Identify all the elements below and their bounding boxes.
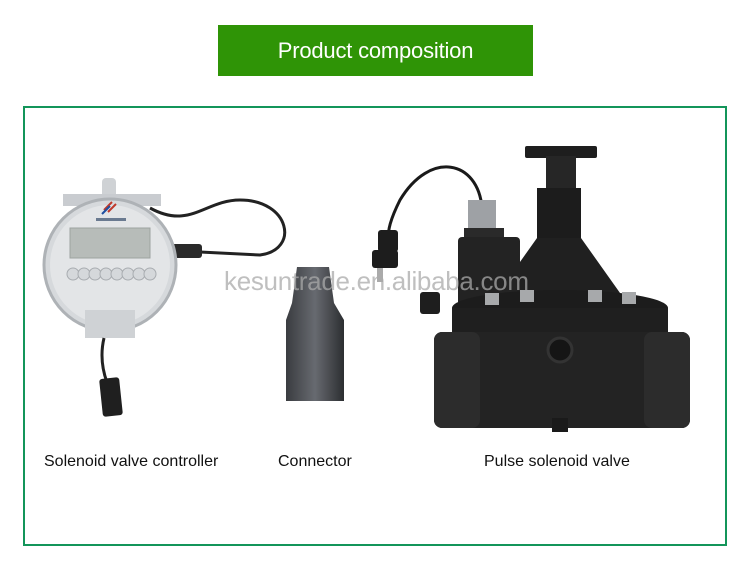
- solenoid-valve-controller-image: [42, 178, 287, 417]
- connector-image: [286, 267, 344, 401]
- caption-pulse-solenoid-valve: Pulse solenoid valve: [484, 453, 630, 470]
- caption-connector: Connector: [278, 453, 352, 470]
- watermark: kesuntrade.en.alibaba.com: [224, 266, 529, 296]
- title-banner: Product composition: [218, 25, 533, 76]
- pulse-solenoid-valve-image: [372, 146, 690, 432]
- page-title: Product composition: [277, 37, 474, 63]
- caption-solenoid-valve-controller: Solenoid valve controller: [44, 453, 219, 470]
- product-frame: [23, 106, 727, 546]
